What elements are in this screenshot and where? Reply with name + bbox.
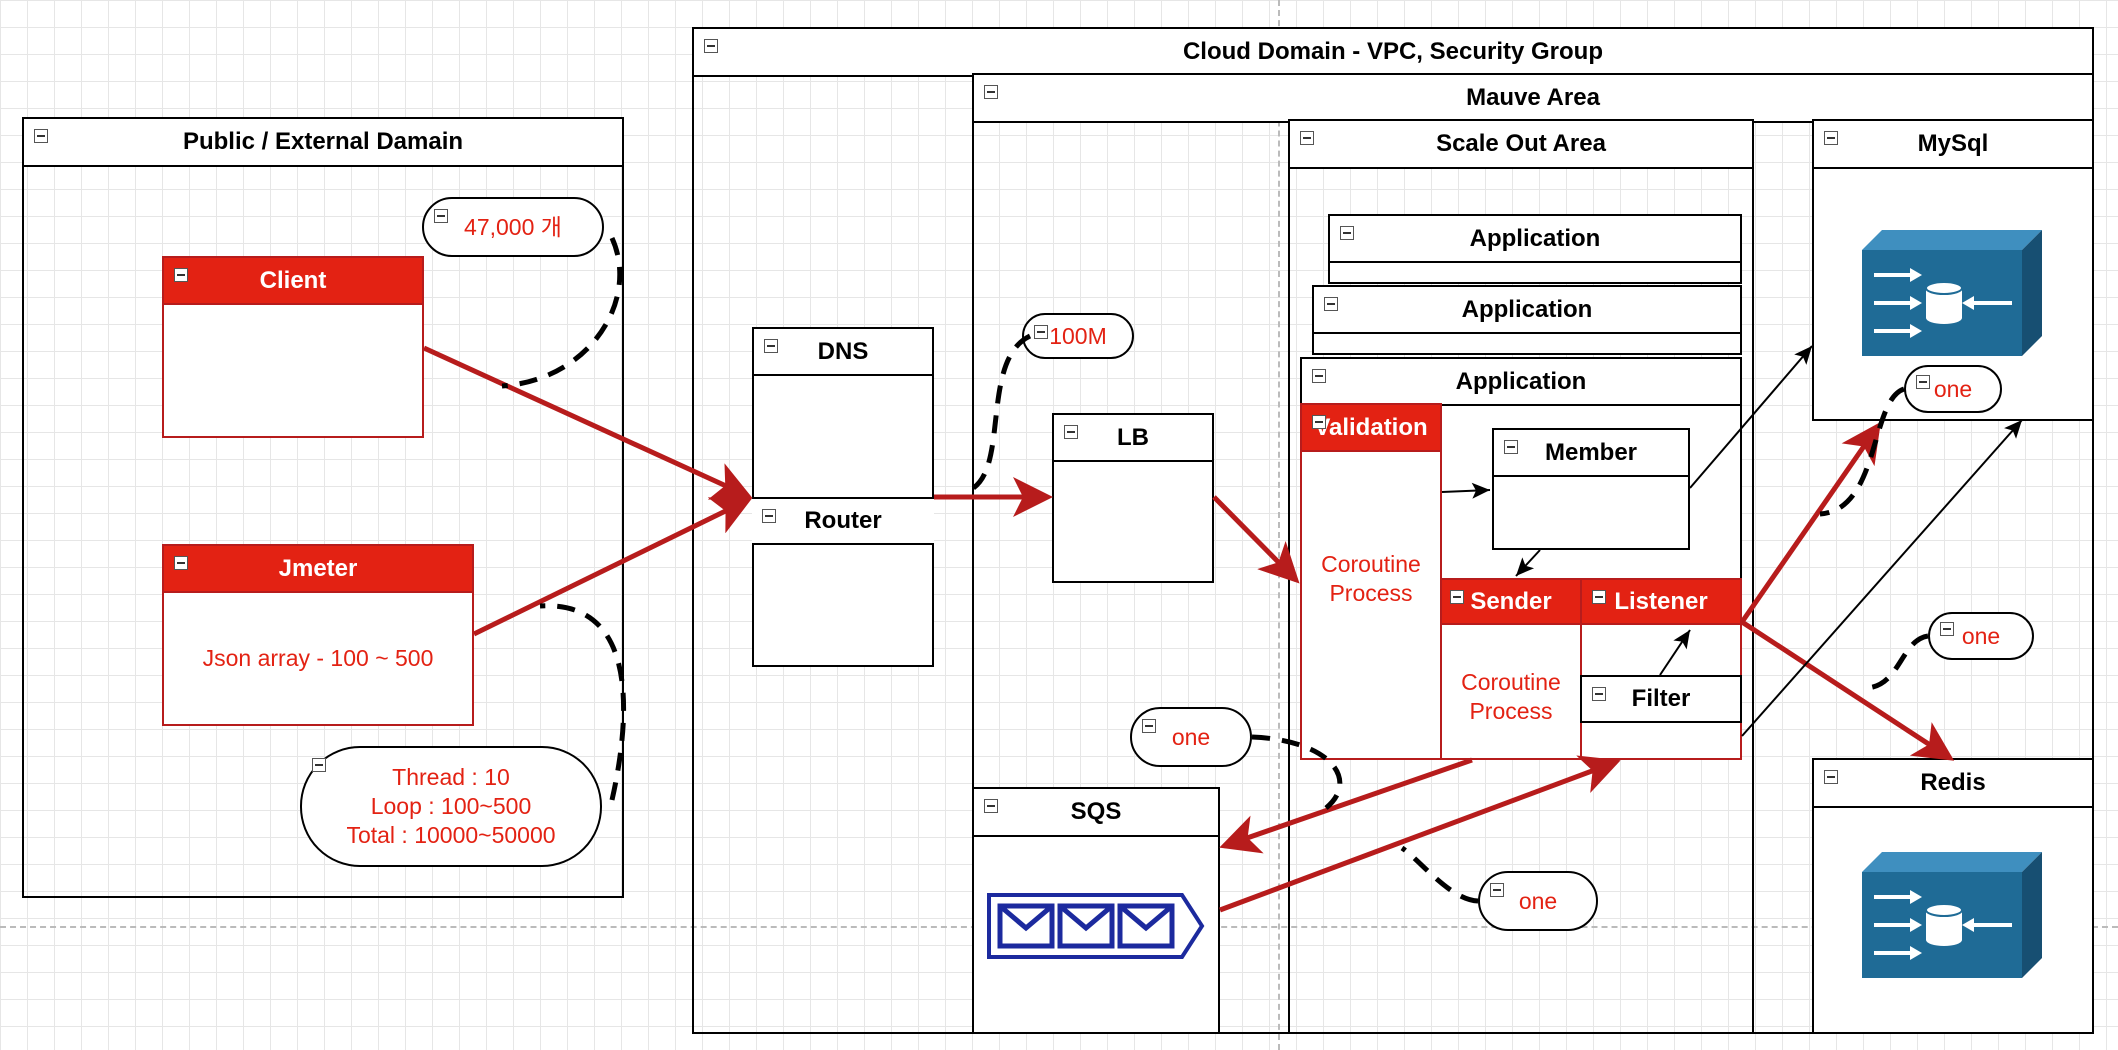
body-line-1: Coroutine (1461, 669, 1561, 695)
node-title: Client (164, 258, 422, 305)
node-validation[interactable]: Validation Coroutine Process (1300, 403, 1442, 760)
node-application-2[interactable]: Application (1312, 285, 1742, 355)
note-line-3: Total : 10000~50000 (346, 821, 556, 848)
collapse-icon[interactable] (1940, 622, 1954, 636)
node-client[interactable]: Client (162, 256, 424, 438)
collapse-icon[interactable] (984, 799, 998, 813)
note-one-redis[interactable]: one (1928, 612, 2034, 660)
group-title: Mauve Area (974, 75, 2092, 123)
node-title: Jmeter (164, 546, 472, 593)
node-filter[interactable]: Filter (1580, 675, 1742, 723)
body-line-2: Process (1329, 579, 1413, 606)
node-application-1[interactable]: Application (1328, 214, 1742, 284)
group-title: Scale Out Area (1290, 121, 1752, 169)
collapse-icon[interactable] (434, 209, 448, 223)
group-title: Redis (1814, 760, 2092, 808)
group-title: Public / External Damain (24, 119, 622, 167)
node-title: Sender (1442, 580, 1580, 625)
note-text: one (1518, 887, 1558, 914)
node-title: Application (1314, 287, 1740, 334)
node-lb[interactable]: LB (1052, 413, 1214, 583)
collapse-icon[interactable] (1300, 131, 1314, 145)
note-text: one (1171, 723, 1211, 750)
node-title: Application (1330, 216, 1740, 263)
node-body-text: Coroutine Process (1442, 668, 1580, 726)
note-line-2: Loop : 100~500 (370, 793, 532, 820)
collapse-icon[interactable] (984, 85, 998, 99)
node-sender[interactable]: Sender Coroutine Process (1440, 578, 1582, 760)
mysql-database-icon (1862, 230, 2042, 356)
collapse-icon[interactable] (1064, 425, 1078, 439)
collapse-icon[interactable] (1034, 325, 1048, 339)
node-title: LB (1054, 415, 1212, 462)
redis-database-icon (1862, 852, 2042, 978)
note-count[interactable]: 47,000 개 (422, 197, 604, 257)
collapse-icon[interactable] (1824, 131, 1838, 145)
note-one-sqs[interactable]: one (1130, 707, 1252, 767)
node-title: DNS (754, 329, 932, 376)
node-title: Filter (1582, 677, 1740, 721)
node-jmeter[interactable]: Jmeter Json array - 100 ~ 500 (162, 544, 474, 726)
node-title: Application (1302, 359, 1740, 406)
note-one-sqs-2[interactable]: one (1478, 871, 1598, 931)
node-title: Listener (1582, 580, 1740, 625)
body-line-1: Coroutine (1321, 551, 1421, 577)
node-router[interactable]: Router (752, 497, 934, 545)
note-bandwidth[interactable]: 100M (1022, 313, 1134, 359)
collapse-icon[interactable] (1504, 440, 1518, 454)
note-text: one (1961, 622, 2001, 649)
note-text: 47,000 개 (464, 213, 562, 240)
collapse-icon[interactable] (764, 339, 778, 353)
collapse-icon[interactable] (1450, 590, 1464, 604)
collapse-icon[interactable] (1340, 226, 1354, 240)
note-text: 100M (1049, 322, 1107, 349)
note-one-mysql[interactable]: one (1904, 365, 2002, 413)
collapse-icon[interactable] (1312, 369, 1326, 383)
collapse-icon[interactable] (174, 556, 188, 570)
collapse-icon[interactable] (762, 509, 776, 523)
note-text: Thread : 10 Loop : 100~500 Total : 10000… (346, 763, 555, 849)
collapse-icon[interactable] (174, 268, 188, 282)
collapse-icon[interactable] (1490, 883, 1504, 897)
collapse-icon[interactable] (1312, 415, 1326, 429)
collapse-icon[interactable] (1916, 375, 1930, 389)
sqs-queue-icon (987, 893, 1205, 959)
node-body-text: Json array - 100 ~ 500 (202, 645, 434, 671)
collapse-icon[interactable] (34, 129, 48, 143)
note-text: one (1933, 375, 1973, 402)
body-line-2: Process (1469, 697, 1553, 724)
collapse-icon[interactable] (1592, 590, 1606, 604)
collapse-icon[interactable] (1142, 719, 1156, 733)
note-thread[interactable]: Thread : 10 Loop : 100~500 Total : 10000… (300, 746, 602, 867)
collapse-icon[interactable] (312, 758, 326, 772)
node-title: Router (752, 499, 934, 543)
node-listener[interactable]: Listener (1580, 578, 1742, 760)
collapse-icon[interactable] (1324, 297, 1338, 311)
group-mauve-area[interactable]: Mauve Area (972, 73, 2094, 1034)
group-title: Cloud Domain - VPC, Security Group (694, 29, 2092, 77)
node-title: SQS (974, 789, 1218, 837)
node-member[interactable]: Member (1492, 428, 1690, 550)
collapse-icon[interactable] (1592, 687, 1606, 701)
node-title: Member (1494, 430, 1688, 477)
collapse-icon[interactable] (704, 39, 718, 53)
group-title: MySql (1814, 121, 2092, 169)
collapse-icon[interactable] (1824, 770, 1838, 784)
note-line-1: Thread : 10 (392, 764, 510, 791)
node-body-text: Coroutine Process (1302, 550, 1440, 608)
